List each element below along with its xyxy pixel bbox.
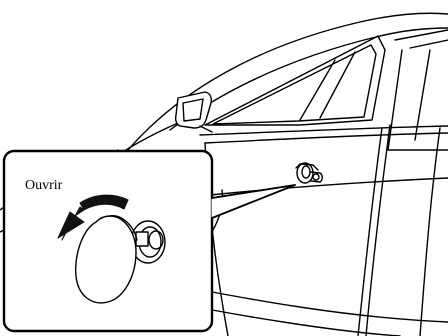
key-slot xyxy=(136,232,148,246)
keyhole-small xyxy=(313,174,319,180)
front-window-inner xyxy=(213,45,376,124)
door-rear-edge xyxy=(358,128,382,336)
mirror-body xyxy=(176,92,212,128)
window-reflection-1 xyxy=(300,60,335,120)
side-mirror xyxy=(176,92,212,132)
belt-line-2 xyxy=(205,133,448,143)
roof-inner-line xyxy=(170,28,448,130)
rear-door-edge xyxy=(420,128,440,336)
door-handle-small xyxy=(296,163,322,183)
rear-window-inner xyxy=(410,40,448,48)
open-label: Ouvrir xyxy=(25,179,62,193)
front-window-frame xyxy=(205,36,385,125)
mirror-stem xyxy=(200,126,212,132)
